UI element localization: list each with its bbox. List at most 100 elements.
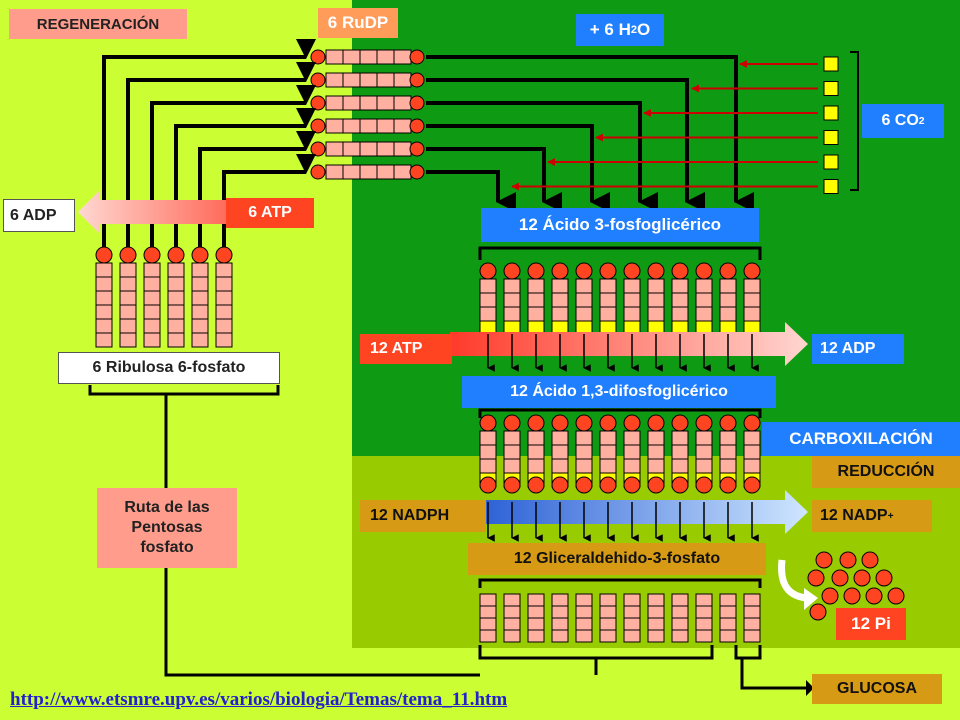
carbon-unit [143,276,161,292]
g3p-molecule [599,593,617,643]
pga-molecule [671,262,689,336]
adp-release-arrow [78,190,228,234]
carbon-unit [647,629,665,643]
dpg-molecule [575,414,593,494]
carbon-unit [479,605,497,619]
co2-square [823,179,839,194]
carbon-unit [143,332,161,348]
carbon-unit [743,444,761,460]
pga-molecule [743,262,761,336]
carbon-unit [719,617,737,631]
phosphate-dot [599,476,617,494]
carbon-unit [119,276,137,292]
carbon-unit [376,164,395,180]
carbon-unit [393,95,412,111]
carbon-unit [191,332,209,348]
carboxilacion-label: CARBOXILACIÓN [762,422,960,456]
phosphate-dot [310,164,326,180]
carbon-unit [376,72,395,88]
adp12-label: 12 ADP [812,334,904,364]
g3p-molecule [671,593,689,643]
co2-square [823,81,839,96]
pi-dot [853,569,871,587]
carbon-unit [95,276,113,292]
carbon-unit [599,593,617,607]
carbon-unit [719,278,737,294]
g3p-molecule [479,593,497,643]
carbon-unit [695,278,713,294]
dpg-molecule [503,414,521,494]
phosphate-dot [527,262,545,280]
carbon-unit [575,605,593,619]
carbon-unit [719,629,737,643]
phosphate-dot [167,246,185,264]
phosphate-dot [599,414,617,432]
ribulose-molecule [143,246,161,348]
pga-bracket [478,246,762,260]
carbon-unit [695,458,713,474]
carbon-unit [479,430,497,446]
carbon-unit [479,593,497,607]
carbon-unit [393,141,412,157]
glucose-line [740,658,806,690]
phosphate-dot [527,476,545,494]
carbon-unit [695,617,713,631]
carbon-unit [342,49,361,65]
phosphate-dot [409,49,425,65]
carbon-unit [623,306,641,322]
carbon-unit [342,141,361,157]
carbon-unit [119,290,137,306]
pi-release-arrowhead [804,588,818,610]
ribulose-bracket [88,385,280,396]
co2-square [823,154,839,170]
regeneration-arrow [126,62,316,250]
connector-lines [88,246,818,696]
phosphate-dot [215,246,233,264]
pi-dot [843,587,861,605]
pga-molecule [719,262,737,336]
phosphate-dot [409,118,425,134]
carbon-unit [527,605,545,619]
phosphate-dot [409,164,425,180]
carbon-unit [599,292,617,308]
g3p-molecule [527,593,545,643]
carbon-unit [325,95,344,111]
carbon-unit [325,164,344,180]
co2-brace [850,51,859,191]
carbon-unit [119,304,137,320]
phosphate-dot [575,414,593,432]
phosphate-dot [310,118,326,134]
carbon-unit [167,262,185,278]
carbon-unit [503,605,521,619]
carboxylation-arrow [426,101,658,212]
carbon-unit [695,444,713,460]
carbon-unit [527,306,545,322]
phosphate-dot [647,262,665,280]
pga-molecule [479,262,497,336]
regeneracion-label: REGENERACIÓN [9,9,187,39]
carbon-unit [743,458,761,474]
carbon-unit [623,292,641,308]
carbon-unit [393,72,412,88]
source-link[interactable]: http://www.etsmre.upv.es/varios/biologia… [10,689,508,710]
carbon-unit [527,430,545,446]
carbon-unit [551,306,569,322]
phosphate-dot [671,414,689,432]
carbon-unit [671,430,689,446]
carbon-unit [743,605,761,619]
pga-molecule [647,262,665,336]
co2-square [823,56,839,72]
rudp-to-pga-arrows [102,39,754,250]
phosphate-dot [551,414,569,432]
ribulose-molecules [95,246,233,348]
pentose-return-line [164,568,480,677]
pga-label: 12 Ácido 3-fosfoglicérico [481,208,759,242]
dpg-molecules [479,414,761,494]
g3p-molecule [743,593,761,643]
co2-square [823,105,839,121]
reduccion-label: REDUCCIÓN [812,456,960,488]
carbon-unit [743,292,761,308]
carbon-unit [575,593,593,607]
carbon-unit [95,304,113,320]
dpg-bracket [478,408,762,418]
